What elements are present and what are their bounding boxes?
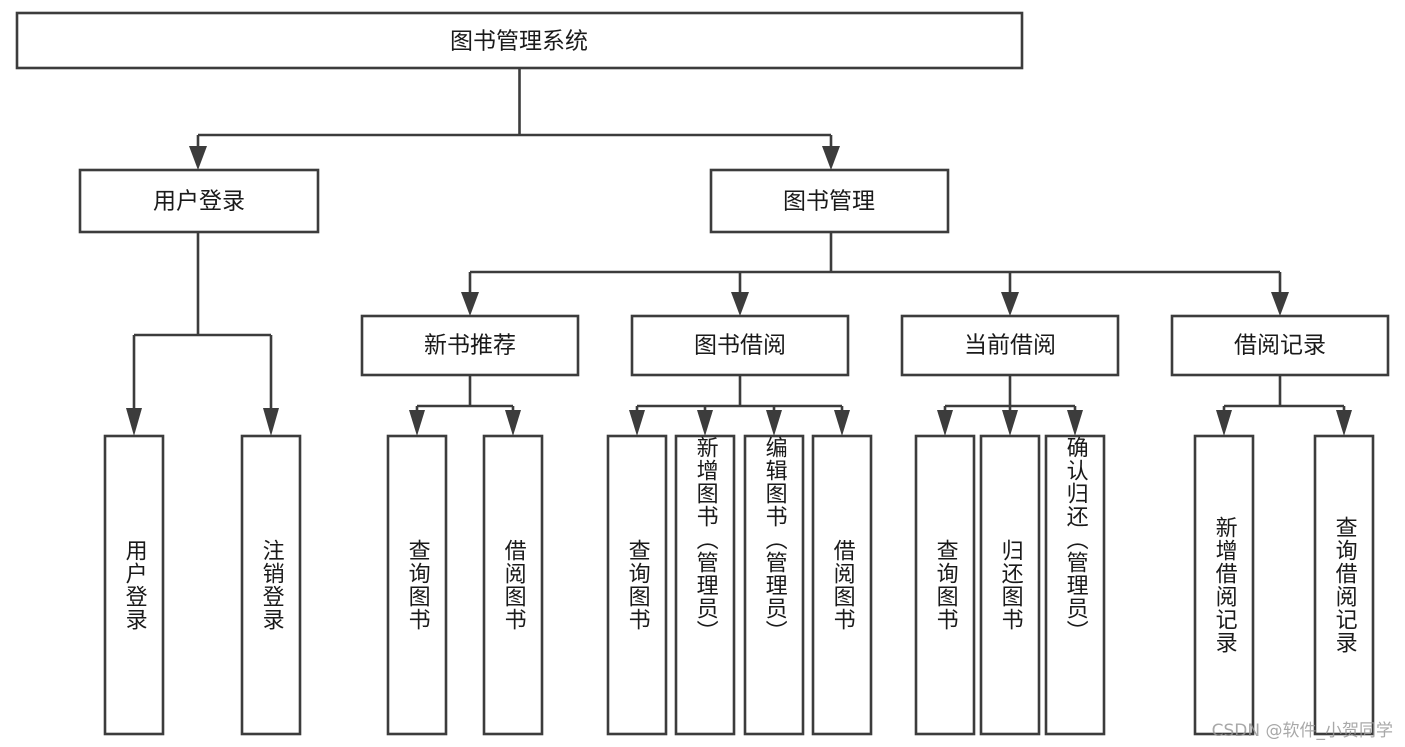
node-root-rect[interactable]: [15, 11, 1024, 70]
leaf-borrow-1-rect[interactable]: [606, 434, 668, 736]
connector-group-current: [937, 375, 1083, 436]
connector-group-user-login: [126, 232, 279, 436]
leaf-borrow-2-rect[interactable]: [674, 434, 736, 736]
leaf-new-book-1-rect[interactable]: [386, 434, 448, 736]
arrow-root-to-user-icon: [189, 146, 207, 170]
arrow-book-child-3-icon: [1001, 292, 1019, 316]
arrow-current-leaf-3-icon: [1067, 410, 1083, 436]
node-new-book-recommend-rect[interactable]: [360, 314, 580, 377]
arrow-borrow-leaf-2-icon: [697, 410, 713, 436]
node-new-book-recommend-label: 新书推荐: [424, 333, 516, 359]
arrow-user-leaf-1-icon: [126, 408, 142, 436]
connector-group-new-book: [409, 375, 521, 436]
leaf-user-login-1-rect[interactable]: [103, 434, 165, 736]
leaf-borrow-3-rect[interactable]: [743, 434, 805, 736]
node-root-label: 图书管理系统: [450, 29, 588, 55]
node-book-borrow[interactable]: 图书借阅: [630, 314, 850, 377]
node-current-borrow[interactable]: 当前借阅: [900, 314, 1120, 377]
connector-group-book-mgmt: [461, 232, 1289, 316]
leaf-current-1-rect[interactable]: [914, 434, 976, 736]
arrow-records-leaf-1-icon: [1216, 410, 1232, 436]
node-book-management[interactable]: 图书管理: [709, 168, 950, 234]
node-current-borrow-label: 当前借阅: [964, 333, 1056, 359]
leaf-user-login-2-rect[interactable]: [240, 434, 302, 736]
node-book-borrow-rect[interactable]: [630, 314, 850, 377]
node-borrow-records-label: 借阅记录: [1234, 333, 1326, 359]
node-borrow-records[interactable]: 借阅记录: [1170, 314, 1390, 377]
arrow-current-leaf-2-icon: [1002, 410, 1018, 436]
leaf-current-2-rect[interactable]: [979, 434, 1041, 736]
node-book-borrow-label: 图书借阅: [694, 333, 786, 359]
arrow-user-leaf-2-icon: [263, 408, 279, 436]
node-user-login[interactable]: 用户登录: [78, 168, 320, 234]
node-new-book-recommend[interactable]: 新书推荐: [360, 314, 580, 377]
connector-group-borrow: [629, 375, 850, 436]
arrow-borrow-leaf-4-icon: [834, 410, 850, 436]
arrow-newbook-leaf-2-icon: [505, 410, 521, 436]
node-current-borrow-rect[interactable]: [900, 314, 1120, 377]
node-user-login-rect[interactable]: [78, 168, 320, 234]
arrow-records-leaf-2-icon: [1336, 410, 1352, 436]
node-book-management-label: 图书管理: [783, 189, 875, 215]
node-user-login-label: 用户登录: [153, 189, 245, 215]
leaf-records-1-rect[interactable]: [1193, 434, 1255, 736]
arrow-borrow-leaf-1-icon: [629, 410, 645, 436]
arrow-current-leaf-1-icon: [937, 410, 953, 436]
leaf-current-3-rect[interactable]: [1044, 434, 1106, 736]
node-borrow-records-rect[interactable]: [1170, 314, 1390, 377]
connector-group-records: [1216, 375, 1352, 436]
leaf-borrow-4-rect[interactable]: [811, 434, 873, 736]
leaf-records-2-rect[interactable]: [1313, 434, 1375, 736]
leaf-new-book-2-rect[interactable]: [482, 434, 544, 736]
arrow-book-child-4-icon: [1271, 292, 1289, 316]
connector-group-root: [189, 68, 840, 170]
arrow-newbook-leaf-1-icon: [409, 410, 425, 436]
arrow-root-to-book-icon: [822, 146, 840, 170]
arrow-book-child-1-icon: [461, 292, 479, 316]
arrow-book-child-2-icon: [731, 292, 749, 316]
arrow-borrow-leaf-3-icon: [766, 410, 782, 436]
node-root[interactable]: 图书管理系统: [15, 11, 1024, 70]
node-book-management-rect[interactable]: [709, 168, 950, 234]
